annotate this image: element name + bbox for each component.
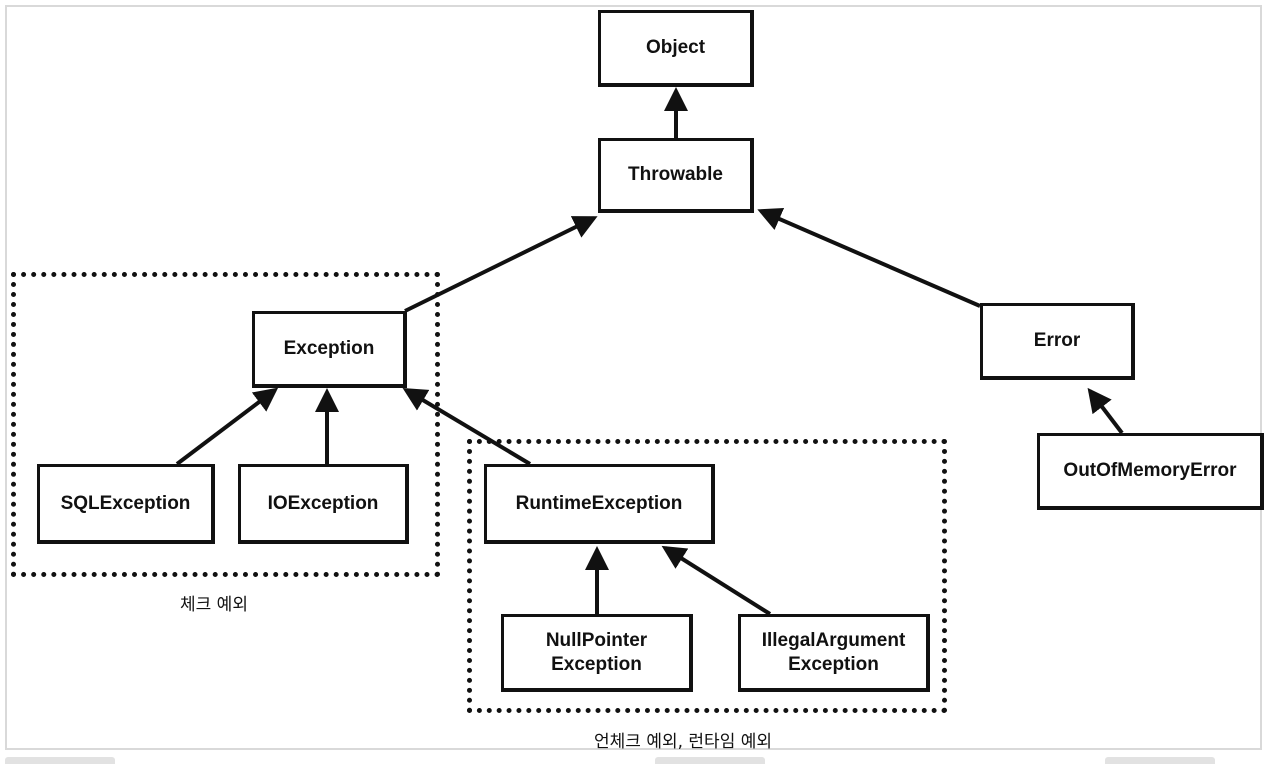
node-null-pointer-exception: NullPointer Exception: [501, 614, 693, 692]
unchecked-exception-label: 언체크 예외, 런타임 예외: [594, 732, 773, 752]
arrow-sqlexception-to-exception: [175, 387, 279, 466]
arrow-outofmemoryerror-to-error: [1087, 387, 1124, 435]
node-label: RuntimeException: [515, 492, 683, 514]
node-error: Error: [980, 303, 1135, 380]
node-label: SQLException: [60, 492, 191, 514]
node-label: Error: [1033, 330, 1081, 351]
checked-exception-label: 체크 예외: [180, 595, 248, 615]
node-illegal-argument-exception: IllegalArgument Exception: [738, 614, 930, 692]
checked-exception-group: [11, 272, 440, 577]
diagram-frame: [5, 5, 1262, 750]
node-out-of-memory-error: OutOfMemoryError: [1037, 433, 1264, 510]
arrow-runtimeexception-to-exception: [402, 387, 532, 466]
unchecked-exception-group: [467, 439, 947, 713]
bottom-tab-left: [5, 757, 115, 764]
node-label: IllegalArgument Exception: [761, 629, 906, 675]
node-sql-exception: SQLException: [37, 464, 215, 544]
node-object: Object: [598, 10, 754, 87]
node-label: Object: [645, 37, 706, 58]
node-io-exception: IOException: [238, 464, 409, 544]
node-label: Throwable: [627, 164, 723, 185]
node-label: IOException: [267, 492, 379, 514]
arrow-error-to-throwable: [757, 207, 981, 308]
bottom-tab-middle: [655, 757, 765, 764]
node-label: NullPointer Exception: [545, 629, 648, 675]
node-label: OutOfMemoryError: [1063, 460, 1237, 481]
bottom-tab-right: [1105, 757, 1215, 764]
node-exception: Exception: [252, 311, 407, 388]
node-label: Exception: [283, 338, 375, 359]
node-throwable: Throwable: [598, 138, 754, 213]
node-runtime-exception: RuntimeException: [484, 464, 715, 544]
arrow-illegalargumentexception-to-runtimeexception: [661, 545, 772, 616]
